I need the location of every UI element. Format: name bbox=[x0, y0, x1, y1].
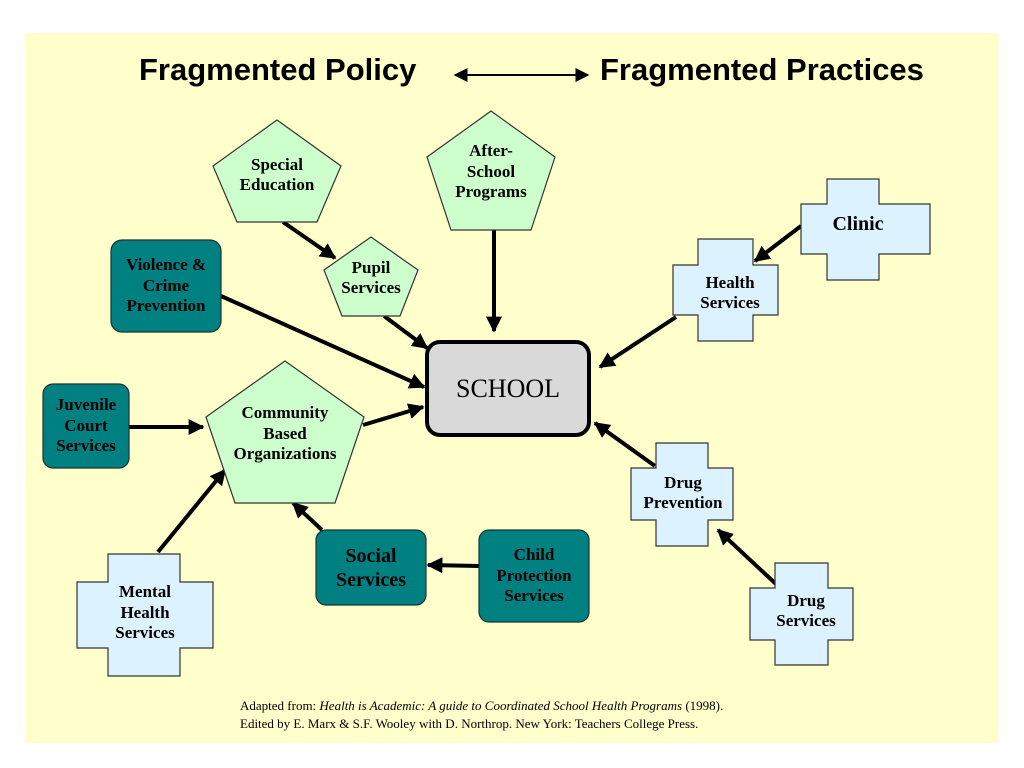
arrow-clinic-to-health bbox=[753, 224, 803, 263]
after-school-label: After- School Programs bbox=[455, 141, 527, 202]
credit-year: (1998). bbox=[682, 698, 724, 713]
drug-prevention-label: Drug Prevention bbox=[643, 472, 723, 512]
social-services-box bbox=[315, 529, 427, 606]
school-box bbox=[425, 340, 591, 437]
juvenile-court-label: Juvenile Court Services bbox=[55, 395, 117, 456]
title-fragmented-policy: Fragmented Policy bbox=[139, 52, 417, 87]
credit-book-title: Health is Academic: A guide to Coordinat… bbox=[319, 698, 683, 713]
arrow-child-protection-to-social bbox=[426, 557, 480, 574]
title-fragmented-practices: Fragmented Practices bbox=[600, 52, 924, 87]
credit-prefix: Adapted from: bbox=[240, 698, 320, 713]
pupil-services-label: Pupil Services bbox=[341, 257, 401, 297]
clinic-cross bbox=[800, 178, 931, 281]
health-services-cross bbox=[672, 238, 779, 342]
arrow-violence-to-school bbox=[220, 294, 426, 389]
community-orgs-pentagon bbox=[205, 360, 365, 504]
source-credit: Adapted from: Health is Academic: A guid… bbox=[240, 697, 723, 733]
school-label: SCHOOL bbox=[455, 373, 560, 403]
special-education-pentagon bbox=[212, 119, 342, 223]
violence-crime-box bbox=[110, 239, 222, 333]
health-services-label: Health Services bbox=[700, 272, 760, 312]
arrow-drug-services-to-prevention bbox=[716, 528, 779, 587]
violence-crime-label: Violence & Crime Prevention bbox=[125, 255, 207, 316]
social-services-label: Social Services bbox=[336, 544, 406, 591]
after-school-pentagon bbox=[426, 110, 556, 231]
drug-prevention-cross bbox=[630, 442, 734, 547]
drug-services-cross bbox=[749, 562, 854, 666]
arrow-special-education-to-pupil bbox=[281, 220, 337, 260]
arrow-social-to-community bbox=[291, 501, 324, 532]
special-education-label: Special Education bbox=[239, 154, 315, 194]
arrow-community-to-school bbox=[362, 403, 425, 427]
arrow-health-to-school bbox=[598, 315, 678, 369]
arrow-pupil-to-school bbox=[382, 314, 429, 350]
credit-line-2: Edited by E. Marx & S.F. Wooley with D. … bbox=[240, 716, 699, 731]
drug-services-label: Drug Services bbox=[776, 590, 836, 630]
arrow-drug-prevention-to-school bbox=[593, 421, 657, 468]
juvenile-court-box bbox=[42, 383, 130, 469]
clinic-label: Clinic bbox=[832, 213, 884, 235]
community-orgs-label: Community Based Organizations bbox=[233, 403, 337, 464]
mental-health-cross bbox=[76, 553, 214, 677]
mental-health-label: Mental Health Services bbox=[115, 582, 175, 643]
child-protection-box bbox=[478, 529, 590, 623]
pupil-services-pentagon bbox=[323, 236, 419, 317]
arrow-mental-health-to-community bbox=[156, 468, 227, 554]
credit-line-1: Adapted from: Health is Academic: A guid… bbox=[240, 697, 723, 715]
child-protection-label: Child Protection Services bbox=[496, 545, 572, 606]
